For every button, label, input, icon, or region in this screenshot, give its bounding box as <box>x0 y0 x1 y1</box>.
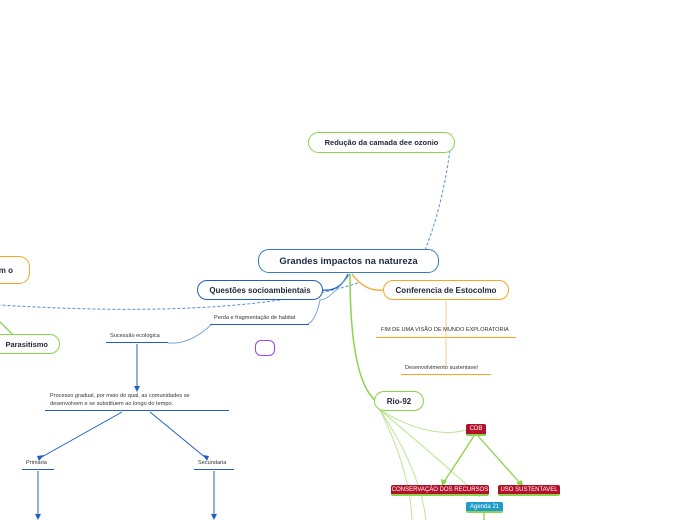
primary-subtopic-label: Primaria <box>26 460 47 466</box>
central-topic[interactable]: Grandes impactos na natureza <box>258 249 439 273</box>
stockholm-topic-label: Conferencia de Estocolmo <box>395 285 497 295</box>
left-partial-topic-label: m o <box>0 265 13 275</box>
end-vision-subtopic[interactable]: FIM DE UMA VISÃO DE MUNDO EXPLORATORIA <box>376 327 516 338</box>
sustainable-use-tag-label: USO SUSTENTAVEL <box>500 486 558 493</box>
cdb-tag[interactable]: CDB <box>466 424 486 436</box>
succession-subtopic[interactable]: Sucessão ecologica <box>106 333 168 343</box>
ozone-topic[interactable]: Redução da camada dee ozonio <box>308 132 455 153</box>
habitat-subtopic-label: Perda e fragmentação de habitat <box>214 315 296 321</box>
sustainable-dev-subtopic[interactable]: Desenvolvimento sustentavel <box>401 365 491 375</box>
sustainable-dev-subtopic-label: Desenvolvimento sustentavel <box>405 365 478 371</box>
rio92-topic-label: Rio-92 <box>386 396 412 406</box>
secondary-subtopic[interactable]: Secundaria <box>194 460 234 470</box>
secondary-subtopic-label: Secundaria <box>198 460 227 466</box>
agenda21-tag[interactable]: Agenda 21 <box>466 502 503 513</box>
cdb-tag-label: CDB <box>469 426 483 432</box>
process-line-1: Processo gradual, por meio do qual, as c… <box>50 393 190 399</box>
parasitism-topic-label: Parasitismo <box>5 339 48 349</box>
parasitism-topic[interactable]: Parasitismo <box>0 334 60 354</box>
process-description[interactable]: Processo gradual, por meio do qual, as c… <box>45 392 229 411</box>
socio-topic-label: Questões socioambientais <box>209 285 311 295</box>
empty-topic[interactable] <box>255 340 275 356</box>
conservation-tag-label: CONSERVAÇÃO DOS RECURSOS <box>391 486 489 493</box>
primary-subtopic[interactable]: Primaria <box>22 460 54 470</box>
socio-topic[interactable]: Questões socioambientais <box>197 280 323 300</box>
succession-subtopic-label: Sucessão ecologica <box>110 333 160 339</box>
process-line-2: desenvolvem e se substituem ao longo do … <box>50 401 174 407</box>
conservation-tag[interactable]: CONSERVAÇÃO DOS RECURSOS <box>391 485 489 496</box>
habitat-subtopic[interactable]: Perda e fragmentação de habitat <box>210 315 309 325</box>
end-vision-subtopic-label: FIM DE UMA VISÃO DE MUNDO EXPLORATORIA <box>381 327 509 333</box>
left-partial-topic[interactable]: m o <box>0 256 30 284</box>
agenda21-tag-label: Agenda 21 <box>469 503 500 510</box>
stockholm-topic[interactable]: Conferencia de Estocolmo <box>383 280 509 300</box>
ozone-topic-label: Redução da camada dee ozonio <box>324 138 439 147</box>
central-topic-label: Grandes impactos na natureza <box>279 255 418 267</box>
sustainable-use-tag[interactable]: USO SUSTENTAVEL <box>498 485 560 496</box>
rio92-topic[interactable]: Rio-92 <box>374 391 424 411</box>
